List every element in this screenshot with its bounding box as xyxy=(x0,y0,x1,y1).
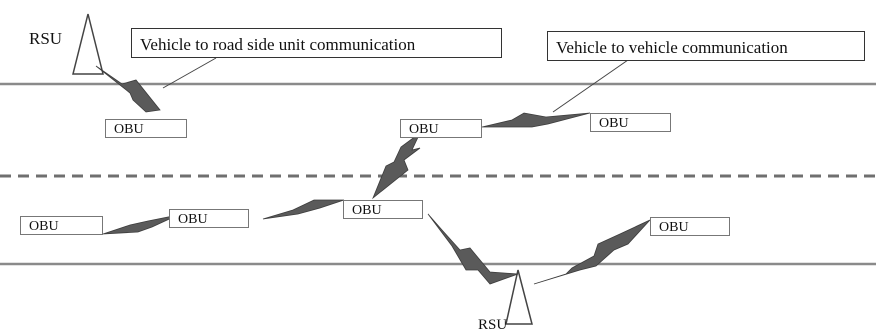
obu-box: OBU xyxy=(650,217,730,236)
bolt-obu-to-rsu-bottom xyxy=(427,213,519,285)
v2r-callout: Vehicle to road side unit communication xyxy=(131,28,502,58)
obu-box: OBU xyxy=(105,119,187,138)
obu-box: OBU xyxy=(20,216,103,235)
bolt-obu-pair-left xyxy=(102,214,179,235)
bolt-lane-change xyxy=(372,132,421,200)
bolt-obu-pair-middle xyxy=(262,199,345,220)
rsu-bottom-tower xyxy=(505,269,533,325)
rsu-top-tower xyxy=(72,13,104,75)
rsu-bottom-label: RSU xyxy=(478,317,508,333)
obu-box: OBU xyxy=(400,119,482,138)
obu-box: OBU xyxy=(169,209,249,228)
bolt-rsu-bottom-to-obu xyxy=(533,219,651,285)
communication-bolts xyxy=(95,65,651,285)
obu-box: OBU xyxy=(343,200,423,219)
v2r-leader-line xyxy=(162,57,217,89)
rsu-top-label: RSU xyxy=(29,29,63,48)
obu-box: OBU xyxy=(590,113,671,132)
bolt-rsu-to-obu-top xyxy=(95,65,161,113)
v2v-callout: Vehicle to vehicle communication xyxy=(547,31,865,61)
v2v-leader-line xyxy=(552,59,629,113)
bolt-obu-to-obu-top-right xyxy=(481,112,591,128)
